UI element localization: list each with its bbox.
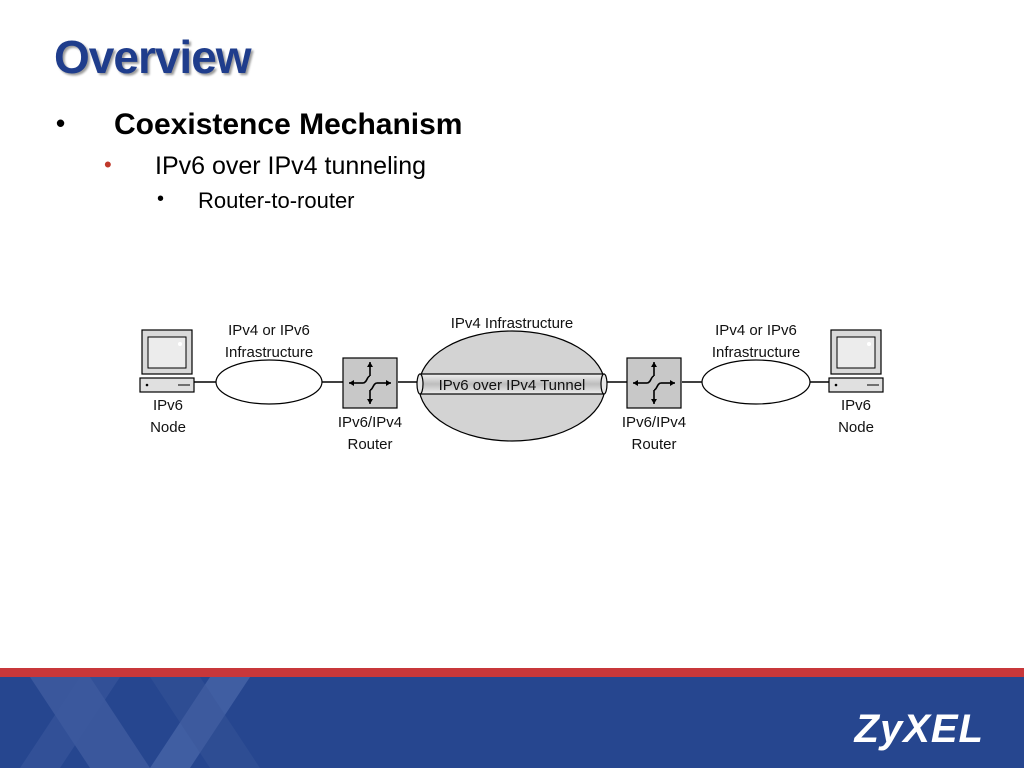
right-node-label-line1: IPv6: [841, 397, 871, 414]
bullet-marker: •: [157, 188, 165, 210]
right-router-label-line2: Router: [631, 436, 676, 453]
center-cloud-label: IPv4 Infrastructure: [451, 315, 574, 332]
right-cloud-label-line2: Infrastructure: [712, 344, 800, 361]
tunneling-diagram: IPv6 Node IPv4 or IPv6 Infrastructure IP…: [139, 315, 884, 453]
left-node-label-line2: Node: [150, 419, 186, 436]
bullet-text: Router-to-router: [198, 188, 355, 213]
left-router-label-line2: Router: [347, 436, 392, 453]
router-icon: [342, 357, 398, 409]
left-router-label-line1: IPv6/IPv4: [338, 414, 402, 431]
bullet-text: Coexistence Mechanism: [114, 108, 463, 141]
zyxel-logo: ZyXEL: [854, 707, 984, 751]
footer-banner: ZyXEL: [0, 668, 1024, 768]
bullet-marker: •: [104, 152, 112, 177]
tunnel-label: IPv6 over IPv4 Tunnel: [439, 377, 586, 394]
right-cloud-label-line1: IPv4 or IPv6: [715, 322, 797, 339]
bullet-marker: •: [56, 108, 66, 138]
footer-stripe: [0, 668, 1024, 677]
computer-icon: [828, 329, 884, 393]
left-node-label-line1: IPv6: [153, 397, 183, 414]
cloud-icon: [701, 359, 811, 405]
bullet-text: IPv6 over IPv4 tunneling: [155, 152, 426, 180]
right-router-label-line1: IPv6/IPv4: [622, 414, 686, 431]
left-cloud-label-line1: IPv4 or IPv6: [228, 322, 310, 339]
computer-icon: [139, 329, 195, 393]
cloud-icon: [215, 359, 323, 405]
router-icon: [626, 357, 682, 409]
footer-band: ZyXEL: [0, 677, 1024, 768]
tunnel-icon: [416, 373, 608, 395]
footer-decoration: [20, 677, 260, 768]
left-cloud-label-line2: Infrastructure: [225, 344, 313, 361]
right-node-label-line2: Node: [838, 419, 874, 436]
slide-title: Overview: [54, 31, 252, 83]
